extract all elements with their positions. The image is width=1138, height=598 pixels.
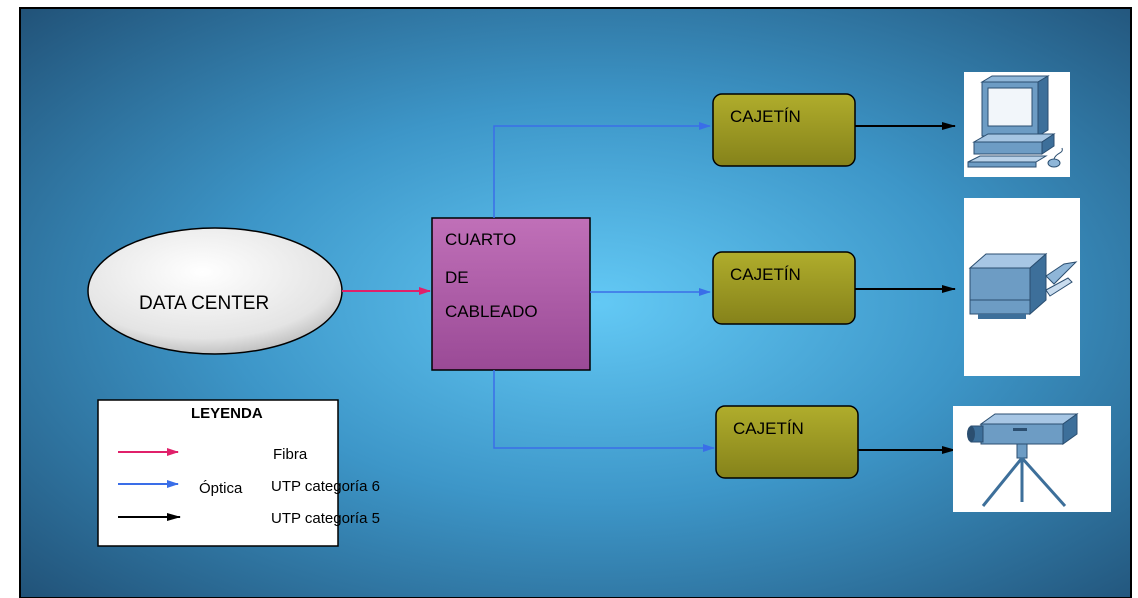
legend-label-utp6: UTP categoría 6 bbox=[271, 478, 380, 495]
printer-icon bbox=[964, 198, 1080, 376]
cuarto-label-line1: CUARTO bbox=[445, 230, 517, 249]
cuarto-cableado-node bbox=[431, 217, 591, 371]
utp6-link-top bbox=[493, 122, 711, 218]
computer-icon bbox=[964, 72, 1070, 177]
cajetin-label-1: CAJETÍN bbox=[730, 107, 801, 126]
projector-icon bbox=[953, 406, 1111, 512]
data-center-label: DATA CENTER bbox=[139, 293, 270, 314]
utp6-link-bottom bbox=[493, 370, 715, 452]
data-center-node bbox=[87, 227, 343, 355]
cajetin-label-3: CAJETÍN bbox=[733, 419, 804, 438]
legend-title: LEYENDA bbox=[191, 405, 263, 422]
cuarto-label-line2: DE bbox=[445, 268, 469, 287]
cuarto-label-line3: CABLEADO bbox=[445, 302, 538, 321]
legend-box bbox=[97, 399, 339, 547]
cajetin-node-3 bbox=[715, 405, 859, 479]
legend-label-optica: Óptica bbox=[199, 480, 243, 497]
cajetin-label-2: CAJETÍN bbox=[730, 265, 801, 284]
legend-label-fibra: Fibra bbox=[273, 446, 308, 463]
legend-label-utp5: UTP categoría 5 bbox=[271, 510, 380, 527]
cajetin-node-2 bbox=[712, 251, 856, 325]
cajetin-node-1 bbox=[712, 93, 856, 167]
